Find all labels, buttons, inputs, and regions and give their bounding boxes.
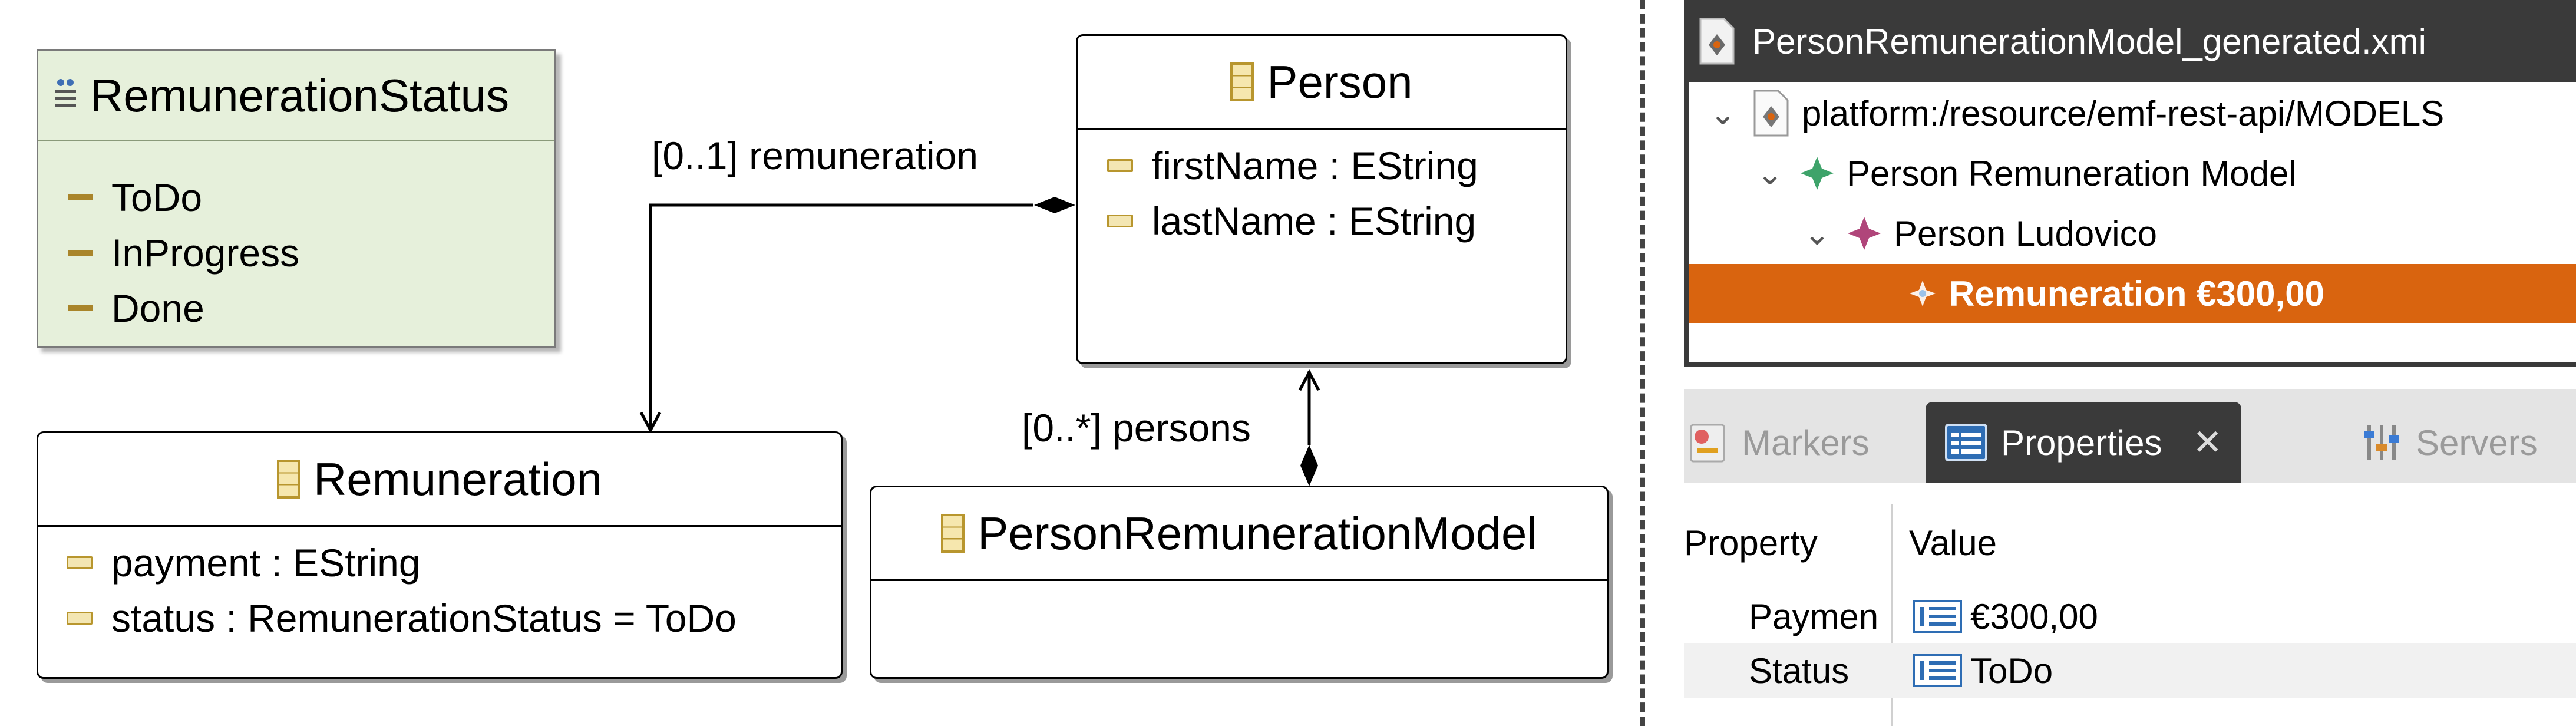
literal-icon: [68, 250, 93, 256]
properties-icon: [1945, 424, 1987, 461]
property-row[interactable]: Paymen €300,00: [1684, 589, 2576, 644]
class-icon: [277, 460, 301, 499]
attribute-row[interactable]: status : RemunerationStatus = ToDo: [67, 596, 737, 641]
remuneration-edge-label: [0..1] remuneration: [652, 134, 978, 177]
composition-diamond-icon: [1034, 197, 1075, 213]
class-separator: [38, 525, 841, 527]
property-value[interactable]: ToDo: [1913, 651, 2053, 691]
remuneration-edge[interactable]: [649, 203, 1033, 429]
class-remuneration[interactable]: Remuneration payment : EString status : …: [37, 431, 843, 679]
tree-item-label: Person Remuneration Model: [1847, 153, 2297, 193]
tree-item-remuneration[interactable]: Remuneration €300,00: [1689, 264, 2576, 323]
property-key: Status: [1749, 651, 1850, 691]
edge-layer: [639, 197, 1320, 486]
tree-item-person[interactable]: ⌄ Person Ludovico: [1689, 204, 2576, 263]
tree-item-label: platform:/resource/emf-rest-api/MODELS: [1802, 93, 2445, 133]
enum-literal[interactable]: ToDo: [68, 175, 202, 220]
text-value-icon: [1913, 654, 1962, 687]
literal-icon: [68, 305, 93, 311]
property-row[interactable]: Status ToDo: [1684, 644, 2576, 698]
class-header: PersonRemunerationModel: [871, 487, 1607, 579]
class-icon: [941, 514, 965, 553]
enum-remuneration-status[interactable]: RemunerationStatus ToDo InProgress Done: [37, 50, 556, 348]
servers-icon: [2364, 425, 2399, 460]
arrowhead-icon: [639, 411, 662, 434]
eclipse-panel: PersonRemunerationModel_generated.xmi ⌄ …: [1684, 0, 2576, 726]
enum-literal[interactable]: InProgress: [68, 230, 299, 275]
attribute-icon: [67, 612, 93, 625]
class-person-remuneration-model[interactable]: PersonRemunerationModel: [870, 486, 1609, 679]
tab-servers[interactable]: Servers: [2360, 402, 2538, 483]
arrowhead-icon: [1298, 369, 1320, 391]
chevron-down-icon[interactable]: ⌄: [1756, 156, 1784, 192]
composition-diamond-icon: [1300, 445, 1318, 486]
tab-markers[interactable]: Markers: [1686, 402, 1870, 483]
class-header: Remuneration: [38, 433, 841, 525]
class-name: PersonRemunerationModel: [977, 507, 1537, 559]
class-separator: [871, 579, 1607, 581]
tab-label: Servers: [2416, 423, 2538, 463]
persons-edge-label: [0..*] persons: [1022, 406, 1251, 450]
panel-divider: [1640, 0, 1645, 726]
tree-item-resource[interactable]: ⌄ platform:/resource/emf-rest-api/MODELS: [1689, 84, 2576, 143]
editor-tab[interactable]: PersonRemunerationModel_generated.xmi: [1684, 0, 2576, 82]
model-diamond-icon: [1801, 157, 1834, 190]
attribute-icon: [1107, 214, 1133, 227]
editor-tab-title: PersonRemunerationModel_generated.xmi: [1752, 21, 2426, 61]
tree-item-label: Remuneration €300,00: [1949, 273, 2324, 314]
attribute-icon: [1107, 159, 1133, 172]
class-icon: [1230, 62, 1254, 101]
column-header-property[interactable]: Property: [1684, 523, 1818, 563]
xmi-file-icon: [1699, 18, 1735, 65]
view-tab-strip: Markers Properties ✕ Servers: [1684, 389, 2576, 483]
person-diamond-icon: [1848, 217, 1881, 250]
markers-icon: [1690, 424, 1725, 463]
enum-header: RemunerationStatus: [38, 51, 554, 140]
class-header: Person: [1078, 36, 1566, 128]
class-person[interactable]: Person firstName : EString lastName : ES…: [1076, 34, 1567, 364]
class-separator: [1078, 128, 1566, 130]
enum-literal[interactable]: Done: [68, 286, 204, 331]
remuneration-icon: [1910, 280, 1936, 306]
literal-icon: [68, 194, 93, 200]
text-value-icon: [1913, 600, 1962, 633]
close-icon[interactable]: ✕: [2192, 423, 2222, 462]
column-separator[interactable]: [1891, 504, 1893, 726]
class-name: Remuneration: [313, 453, 602, 505]
property-key: Paymen: [1749, 596, 1879, 636]
properties-table-header: Property Value: [1684, 504, 2576, 581]
chevron-down-icon[interactable]: ⌄: [1804, 216, 1831, 252]
tree-item-label: Person Ludovico: [1894, 213, 2157, 253]
class-name: Person: [1267, 55, 1413, 108]
enum-name: RemunerationStatus: [90, 69, 510, 121]
attribute-row[interactable]: lastName : EString: [1107, 199, 1476, 243]
attribute-row[interactable]: firstName : EString: [1107, 143, 1478, 188]
tree-item-model[interactable]: ⌄ Person Remuneration Model: [1689, 144, 2576, 203]
tab-label: Properties: [2001, 423, 2162, 463]
tab-label: Markers: [1742, 423, 1870, 463]
column-header-value[interactable]: Value: [1909, 523, 1997, 563]
attribute-row[interactable]: payment : EString: [67, 540, 421, 585]
enum-icon: [55, 79, 76, 107]
tree-editor: ⌄ platform:/resource/emf-rest-api/MODELS…: [1684, 82, 2576, 367]
enum-separator: [38, 140, 554, 141]
resource-icon: [1753, 90, 1789, 137]
tab-properties[interactable]: Properties ✕: [1926, 402, 2241, 483]
chevron-down-icon[interactable]: ⌄: [1709, 95, 1736, 131]
property-value[interactable]: €300,00: [1913, 596, 2098, 637]
attribute-icon: [67, 556, 93, 569]
